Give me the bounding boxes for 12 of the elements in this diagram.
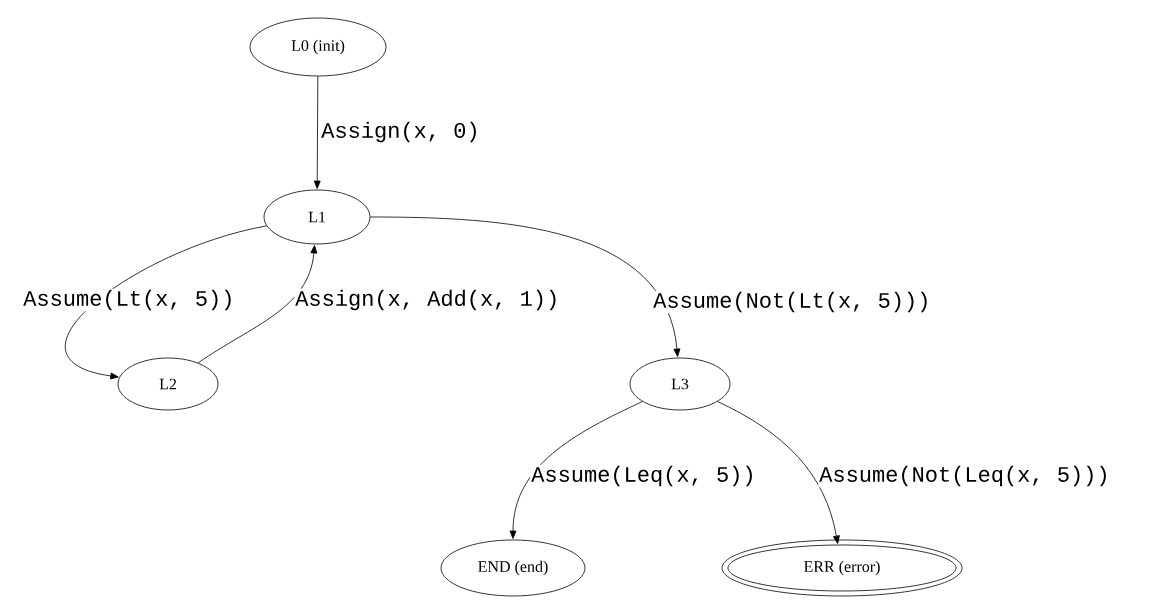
edge-label: Assign(x, Add(x, 1)) <box>294 288 561 312</box>
edge-label: Assume(Leq(x, 5)) <box>530 464 757 488</box>
arrow <box>509 401 643 539</box>
arrow <box>313 76 321 189</box>
arrow <box>64 225 267 380</box>
edge-label: Assume(Not(Leq(x, 5))) <box>818 464 1111 488</box>
arrow <box>370 216 681 357</box>
edge-label: Assign(x, 0) <box>320 120 481 144</box>
edge-label: Assume(Lt(x, 5)) <box>22 288 236 312</box>
arrow <box>717 401 840 544</box>
arrow <box>197 245 318 364</box>
edge-label: Assume(Not(Lt(x, 5))) <box>652 290 932 314</box>
